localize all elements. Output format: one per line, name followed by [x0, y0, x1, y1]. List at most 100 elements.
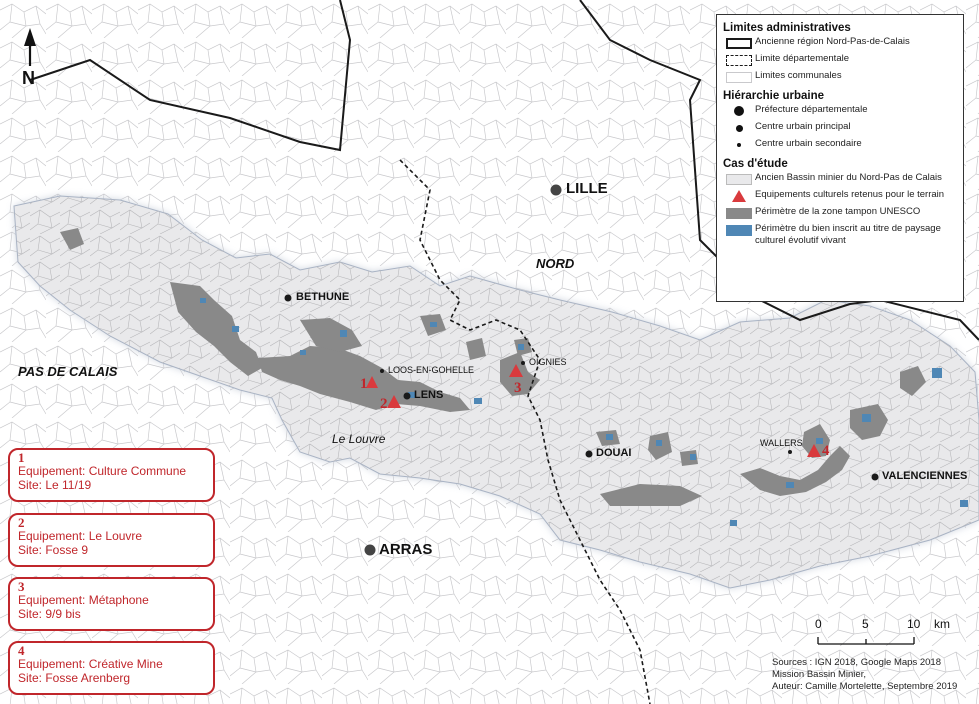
case-equipment: Equipement: Culture Commune [18, 464, 187, 478]
legend-urban-title: Hiérarchie urbaine [723, 90, 824, 102]
bethune-dot [284, 294, 292, 302]
wallers-label: WALLERS [760, 438, 803, 448]
source-line: Mission Bassin Minier, [772, 669, 866, 680]
legend-item-secondary-center: Centre urbain secondaire [723, 138, 957, 155]
equipment-triangle-3 [509, 364, 523, 377]
source-line: Auteur: Camille Mortelette, Septembre 20… [772, 681, 958, 692]
legend-case-title: Cas d'étude [723, 158, 788, 170]
case-equipment: Equipement: Métaphone [18, 593, 149, 607]
arras-label: ARRAS [379, 541, 433, 558]
case-box-4: 4 Equipement: Créative Mine Site: Fosse … [8, 641, 215, 695]
buffer-zone-east-2 [740, 446, 850, 496]
valenciennes-dot [871, 473, 879, 481]
basin-commune-mesh [14, 196, 979, 588]
inscribed-area [960, 500, 968, 507]
douai-dot [585, 450, 593, 458]
wallers-dot [788, 450, 792, 454]
department-boundary [399, 159, 651, 704]
inscribed-area [200, 298, 206, 303]
buffer-zone-swatch [726, 207, 752, 219]
arras-dot [364, 544, 376, 556]
inscribed-area [816, 438, 823, 444]
scale-bar-icon [817, 637, 915, 645]
inscribed-property-areas [200, 298, 968, 526]
equipment-triangle-4 [807, 444, 821, 457]
inscribed-area [656, 440, 662, 446]
bethune-label: BETHUNE [296, 291, 350, 303]
equipment-triangle-1 [366, 376, 378, 388]
region-boundary-swatch [726, 37, 752, 49]
lens-dot [403, 392, 411, 400]
inscribed-area [232, 326, 239, 332]
case-site: Site: 9/9 bis [18, 607, 81, 621]
case-box-1: 1 Equipement: Culture Commune Site: Le 1… [8, 448, 215, 502]
site-number-1: 1 [360, 376, 368, 392]
site-number-3: 3 [514, 380, 522, 396]
municipal-boundary-swatch [726, 71, 752, 83]
inscribed-area [786, 482, 794, 488]
inscribed-area [340, 330, 347, 337]
louvre-label: Le Louvre [332, 432, 386, 446]
legend-item-equipment: Equipements culturels retenus pour le te… [723, 189, 957, 206]
buffer-zone-north-east [900, 366, 926, 396]
legend-item-region: Ancienne région Nord-Pas-de-Calais [723, 36, 957, 53]
inscribed-area [932, 368, 942, 378]
source-line: Sources : IGN 2018, Google Maps 2018 [772, 657, 941, 668]
legend-item-basin: Ancien Bassin minier du Nord-Pas de Cala… [723, 172, 957, 189]
department-boundary-swatch [726, 54, 752, 66]
map-legend: Limites administratives Ancienne région … [716, 14, 964, 302]
legend-item-main-center: Centre urbain principal [723, 121, 957, 138]
buffer-zone-lens [258, 346, 470, 412]
site-number-4: 4 [822, 443, 830, 459]
buffer-zone-mid-2 [466, 338, 486, 360]
buffer-zone-lens-2 [300, 318, 362, 352]
inscribed-area [430, 322, 437, 327]
legend-item-department: Limite départementale [723, 53, 957, 70]
map-sources: Sources : IGN 2018, Google Maps 2018 Mis… [772, 657, 957, 693]
buffer-zone-bethune [170, 282, 262, 376]
lille-dot [550, 184, 562, 196]
inscribed-area [606, 434, 613, 440]
oignies-label: OIGNIES [529, 357, 567, 367]
scale-bar: 0 5 10 km [810, 617, 960, 643]
north-label: N [22, 68, 35, 88]
legend-item-municipal: Limites communales [723, 70, 957, 87]
nord-label: NORD [536, 256, 575, 271]
buffer-zones [60, 228, 926, 506]
lille-label: LILLE [566, 180, 608, 197]
red-triangle-icon [732, 190, 746, 202]
pas-de-calais-label: PAS DE CALAIS [18, 364, 118, 379]
inscribed-area [518, 344, 524, 350]
oignies-dot [521, 361, 525, 365]
site-number-2: 2 [380, 396, 388, 412]
buffer-zone-east-1 [600, 484, 702, 506]
inscribed-area [690, 454, 696, 460]
case-site: Site: Fosse 9 [18, 543, 89, 557]
legend-admin-title: Limites administratives [723, 22, 851, 34]
inscribed-property-swatch [726, 224, 752, 236]
inscribed-area [474, 398, 482, 404]
city-dots [284, 184, 879, 556]
scale-tick-0: 0 [815, 617, 822, 631]
inscribed-area [730, 520, 737, 526]
legend-item-buffer: Périmètre de la zone tampon UNESCO [723, 206, 957, 223]
case-equipment: Equipement: Le Louvre [18, 529, 143, 543]
loos-label: LOOS-EN-GOHELLE [388, 365, 475, 375]
case-number: 3 [18, 579, 25, 594]
case-equipment: Equipement: Créative Mine [18, 657, 163, 671]
valenciennes-label: VALENCIENNES [882, 470, 968, 482]
legend-item-prefecture: Préfecture départementale [723, 104, 957, 121]
case-site: Site: Fosse Arenberg [18, 671, 131, 685]
scale-tick-5: 5 [862, 617, 869, 631]
north-arrow-icon [24, 28, 36, 66]
case-box-2: 2 Equipement: Le Louvre Site: Fosse 9 [8, 513, 215, 567]
case-number: 1 [18, 450, 25, 465]
douai-label: DOUAI [596, 447, 632, 459]
legend-item-inscribed: Périmètre du bien inscrit au titre de pa… [723, 223, 957, 253]
scale-tick-10: 10 [907, 617, 921, 631]
buffer-zone-west [60, 228, 84, 250]
equipment-triangle-2 [387, 395, 401, 408]
case-number: 4 [18, 643, 25, 658]
inscribed-area [300, 350, 306, 355]
